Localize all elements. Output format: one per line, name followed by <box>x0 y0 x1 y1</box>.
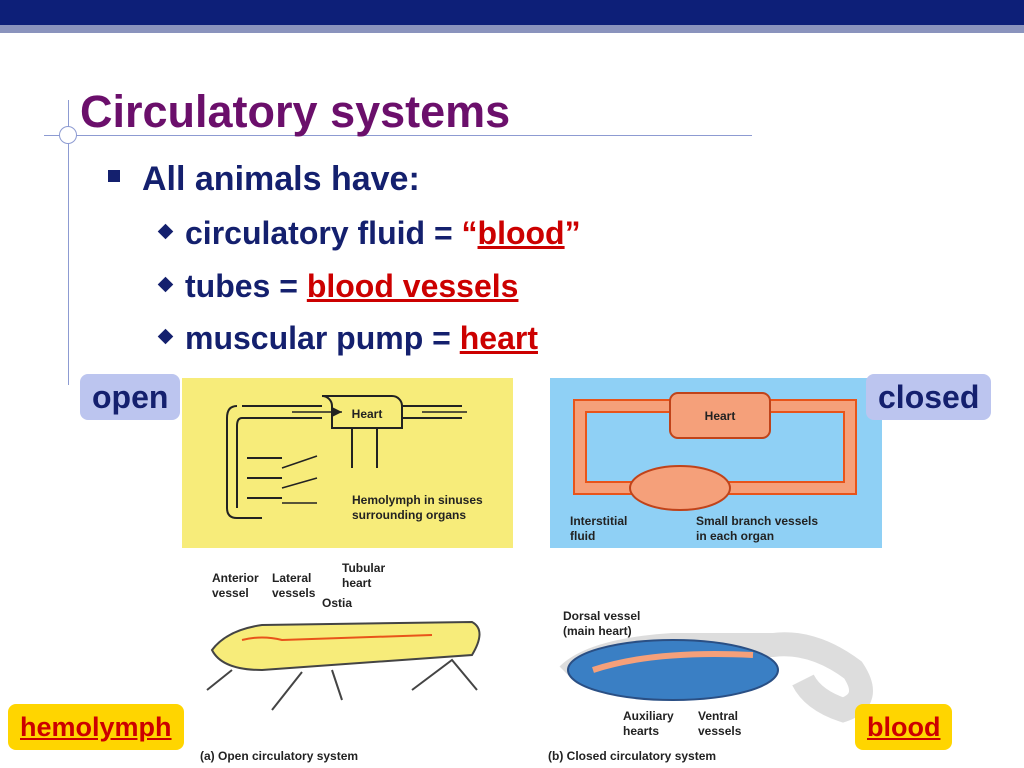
open-sinus-label-1: Hemolymph in sinuses <box>352 493 483 507</box>
grasshopper-illustration: Anterior vessel Lateral vessels Tubular … <box>192 560 502 755</box>
top-banner-stripe <box>0 25 1024 33</box>
term-blood: blood <box>477 215 565 251</box>
closed-heart-label: Heart <box>705 409 736 423</box>
main-bullet: All animals have: <box>108 160 420 199</box>
lateral-label-1: Lateral <box>272 571 311 585</box>
branch-label-2: in each organ <box>696 529 774 543</box>
sub-bullet-text: muscular pump = <box>185 320 460 356</box>
dorsal-label-1: Dorsal vessel <box>563 609 640 623</box>
closed-label: closed <box>866 374 992 420</box>
anterior-label-2: vessel <box>212 586 249 600</box>
open-label: open <box>80 374 181 420</box>
tubular-label-2: heart <box>342 576 371 590</box>
sub-bullet-text: circulatory fluid = <box>185 215 462 251</box>
sub-bullet-pump: muscular pump = heart <box>157 320 538 357</box>
open-system-diagram: Heart Hemolymph in sinuses surrounding o… <box>182 378 513 553</box>
top-banner <box>0 0 1024 25</box>
vertical-guide-line <box>68 100 69 385</box>
tubular-label-1: Tubular <box>342 561 385 575</box>
sub-bullet-text: tubes = <box>185 268 307 304</box>
open-sinus-label-2: surrounding organs <box>352 508 466 522</box>
term-heart: heart <box>459 320 538 356</box>
title-guide-line <box>44 135 752 136</box>
earthworm-illustration: Dorsal vessel (main heart) Auxiliary hea… <box>553 560 883 755</box>
closed-caption: (b) Closed circulatory system <box>548 749 717 763</box>
interstitial-label-1: Interstitial <box>570 514 627 528</box>
term-blood-vessels: blood vessels <box>306 268 519 304</box>
open-caption: (a) Open circulatory system <box>200 749 359 763</box>
close-quote: ” <box>564 215 581 251</box>
hemolymph-label: hemolymph <box>8 704 184 750</box>
ostia-label: Ostia <box>322 596 352 610</box>
ventral-label-2: vessels <box>698 724 742 738</box>
anterior-label-1: Anterior <box>212 571 259 585</box>
square-bullet-icon <box>108 170 120 182</box>
dorsal-label-2: (main heart) <box>563 624 632 638</box>
open-quote: “ <box>461 215 478 251</box>
closed-system-diagram: Heart Interstitial fluid Small branch ve… <box>550 378 882 553</box>
aux-label-2: hearts <box>623 724 659 738</box>
interstitial-label-2: fluid <box>570 529 595 543</box>
main-bullet-text: All animals have: <box>142 160 420 198</box>
blood-label: blood <box>855 704 953 750</box>
diamond-bullet-icon <box>157 223 174 240</box>
open-heart-label: Heart <box>352 407 383 421</box>
lateral-label-2: vessels <box>272 586 316 600</box>
diamond-bullet-icon <box>157 276 174 293</box>
sub-bullet-tubes: tubes = blood vessels <box>157 268 519 305</box>
aux-label-1: Auxiliary <box>623 709 674 723</box>
sub-bullet-fluid: circulatory fluid = “blood” <box>157 215 581 252</box>
branch-label-1: Small branch vessels <box>696 514 818 528</box>
diamond-bullet-icon <box>157 328 174 345</box>
slide-title: Circulatory systems <box>80 86 511 137</box>
ventral-label-1: Ventral <box>698 709 738 723</box>
guide-circle-icon <box>59 126 77 144</box>
